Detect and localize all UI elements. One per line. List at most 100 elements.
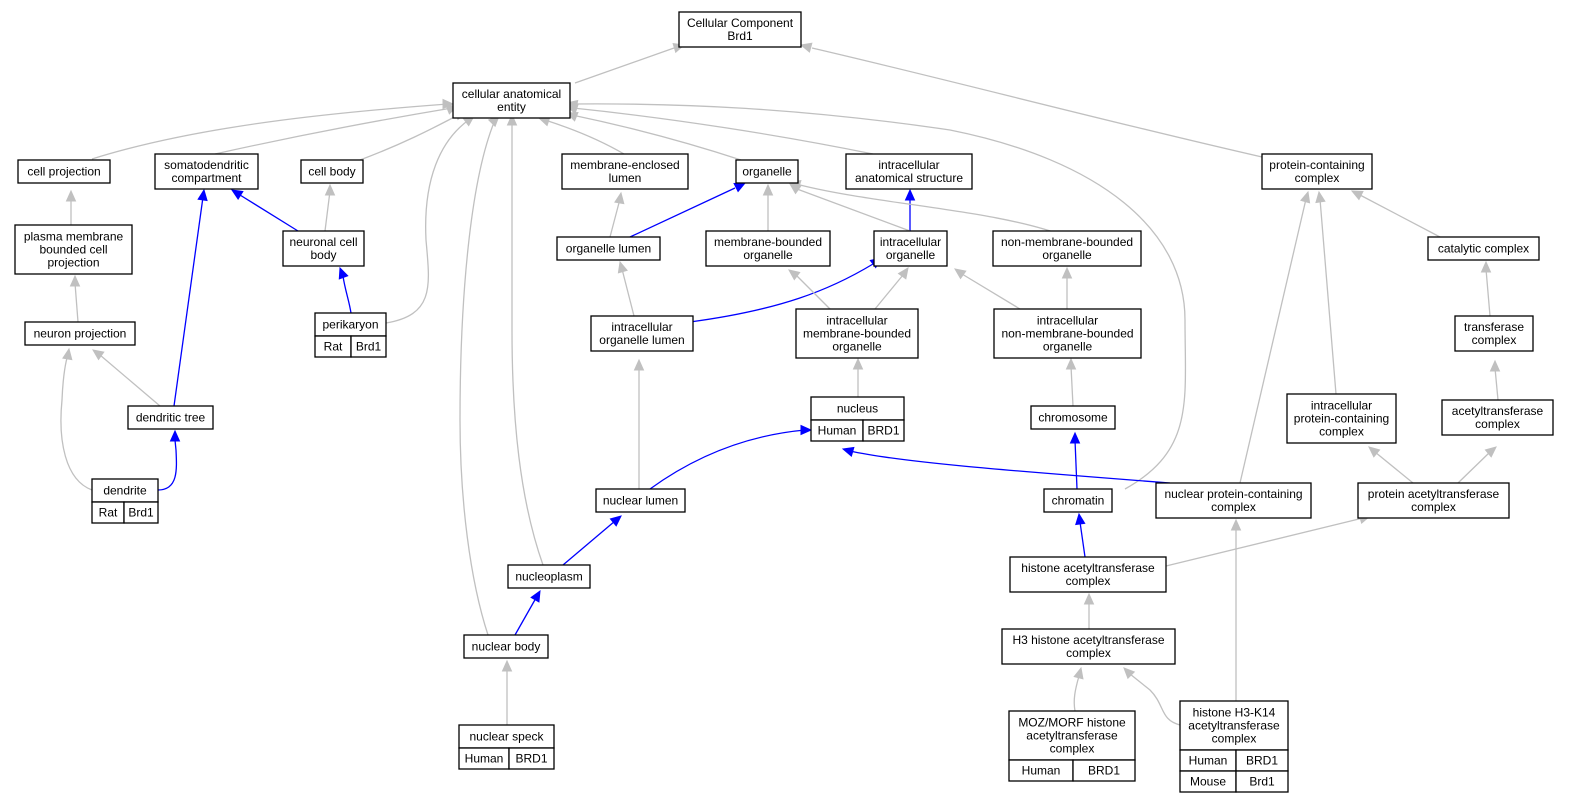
node-dtree[interactable]: dendritic tree: [127, 405, 214, 430]
annotation-gene: Brd1: [350, 335, 387, 358]
node-label-line: somatodendritic: [164, 158, 249, 172]
node-box: [556, 236, 661, 261]
node-label-line: membrane-bounded: [803, 327, 911, 341]
node-organelle[interactable]: organelle: [735, 159, 799, 184]
node-label-line: complex: [1211, 500, 1256, 514]
edge-arrowhead: [1083, 592, 1095, 605]
node-cellproj[interactable]: cell projection: [17, 159, 111, 184]
node-label-line: intracellular: [611, 320, 672, 334]
edge-line: [796, 188, 911, 232]
node-label-line: organelle: [743, 248, 793, 262]
node-nlumen[interactable]: nuclear lumen: [595, 488, 686, 513]
node-nucleoplasm[interactable]: nucleoplasm: [507, 564, 591, 589]
node-cellbody[interactable]: cell body: [300, 159, 364, 184]
edge-blue: [514, 589, 541, 636]
node-box: [154, 153, 259, 190]
edge-grey: [324, 183, 336, 232]
node-olumen[interactable]: organelle lumen: [556, 236, 661, 261]
annotation-cell: [1072, 759, 1136, 782]
node-label-line: complex: [1066, 574, 1111, 588]
node-label-line: plasma membrane: [24, 230, 124, 244]
annotation-text: Brd1: [1249, 775, 1275, 789]
edge-line: [1319, 198, 1337, 395]
edge-arrowhead: [92, 349, 105, 361]
edge-line: [324, 190, 331, 232]
edge-grey: [762, 183, 774, 231]
edge-arrowhead: [1061, 266, 1073, 279]
edge-line: [359, 113, 461, 161]
edge-grey: [1165, 513, 1372, 567]
node-label-line: cellular anatomical: [462, 87, 561, 101]
node-neuronproj[interactable]: neuron projection: [24, 321, 136, 346]
node-label-line: bounded cell: [39, 243, 107, 257]
edge-blue: [1069, 431, 1081, 490]
node-mozmorf[interactable]: MOZ/MORF histoneacetyltransferasecomplex…: [1008, 710, 1136, 782]
edge-blue: [841, 446, 1171, 484]
node-catalytic[interactable]: catalytic complex: [1427, 236, 1540, 261]
edge-arrowhead: [338, 266, 349, 280]
edge-grey: [1239, 190, 1311, 484]
edge-grey: [1123, 667, 1181, 726]
edge-arrowhead: [617, 260, 628, 274]
edge-grey: [92, 349, 161, 407]
edge-line: [811, 47, 1263, 158]
annotation-species: Rat: [314, 335, 352, 358]
edge-grey: [60, 347, 93, 491]
node-inmbo[interactable]: intracellularnon-membrane-boundedorganel…: [993, 308, 1142, 359]
node-box: [1001, 628, 1176, 665]
node-label-line: perikaryon: [322, 318, 378, 332]
edge-line: [459, 119, 496, 636]
annotation-gene: BRD1: [508, 747, 555, 770]
node-label-line: complex: [1212, 732, 1257, 746]
node-chromatin[interactable]: chromatin: [1043, 488, 1113, 513]
edge-line: [621, 268, 635, 317]
edge-grey: [506, 113, 544, 566]
node-label-line: organelle: [886, 248, 936, 262]
edge-grey: [954, 268, 1021, 310]
annotation-text: Rat: [99, 506, 118, 520]
node-chromosome[interactable]: chromosome: [1030, 405, 1116, 430]
annotation-gene: BRD1: [862, 419, 905, 442]
edge-arrowhead: [197, 188, 208, 202]
edge-line: [385, 118, 471, 324]
node-box: [507, 564, 591, 589]
edge-arrowhead: [1480, 260, 1492, 273]
node-box: [561, 153, 689, 190]
node-nbody[interactable]: nuclear body: [463, 634, 549, 659]
node-box: [705, 230, 831, 267]
node-h3k14[interactable]: histone H3-K14acetyltransferasecomplexHu…: [1179, 700, 1289, 793]
node-label-line: anatomical structure: [855, 171, 963, 185]
node-box: [873, 230, 948, 267]
node-label-line: protein-containing: [1269, 158, 1364, 172]
edge-line: [60, 354, 93, 491]
edge-blue: [562, 515, 622, 566]
edge-grey: [359, 110, 468, 161]
node-label-line: organelle: [1042, 248, 1092, 262]
edge-arrowhead: [841, 446, 855, 457]
edge-line: [799, 184, 1068, 238]
